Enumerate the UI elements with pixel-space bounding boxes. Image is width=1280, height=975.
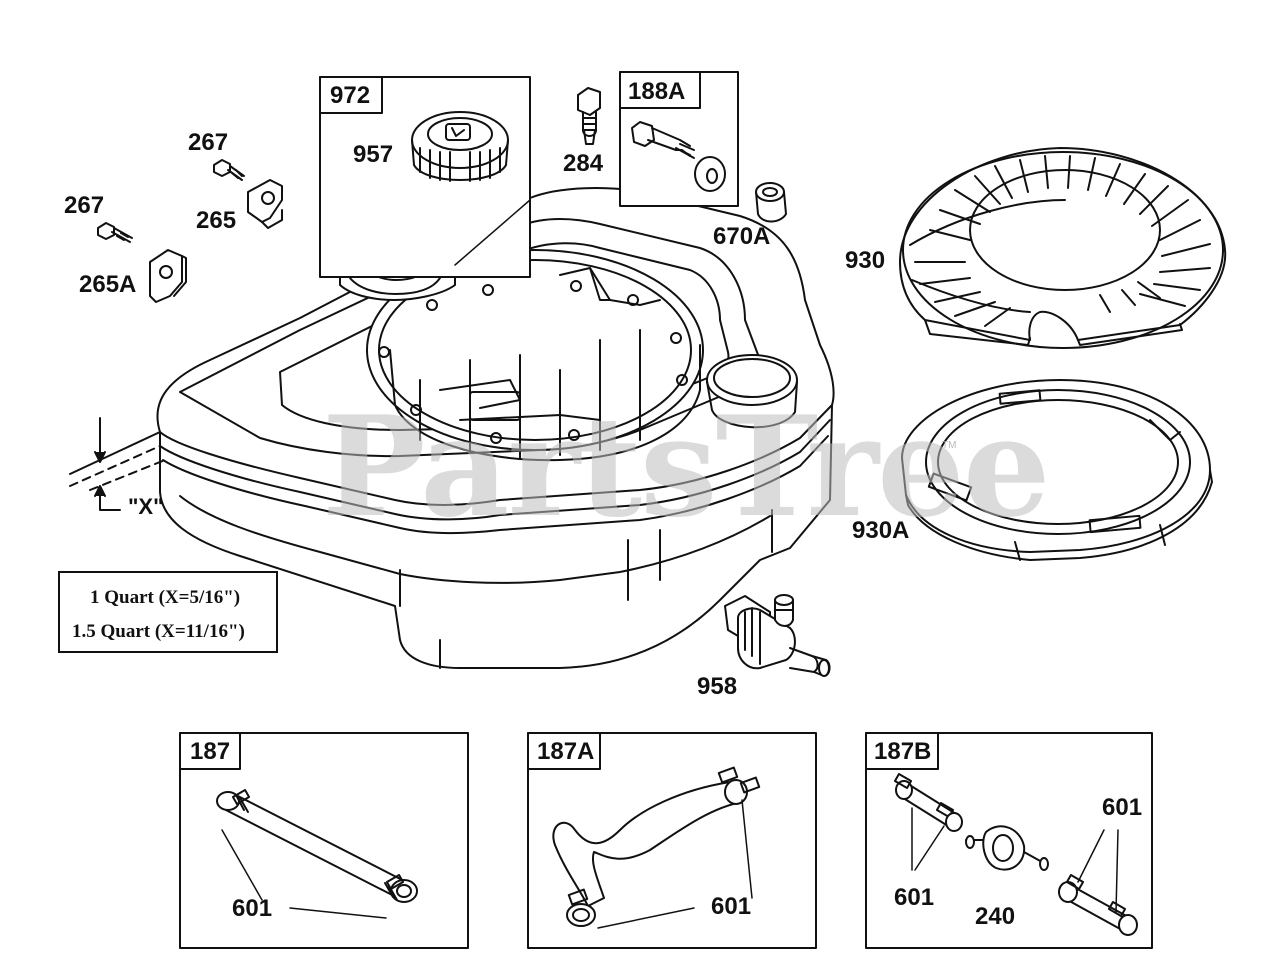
rotating-screen-930 xyxy=(899,147,1227,349)
callout-957[interactable]: 957 xyxy=(353,141,394,168)
callout-601-187b-right[interactable]: 601 xyxy=(1102,794,1143,821)
clip-265 xyxy=(247,179,283,229)
clip-265a xyxy=(149,249,187,303)
callout-930[interactable]: 930 xyxy=(845,247,886,274)
bolt-284 xyxy=(577,87,601,145)
dimension-x-label: "X" xyxy=(128,494,164,519)
screw-267-upper xyxy=(213,159,245,181)
trademark-mark: TM xyxy=(942,440,957,451)
fuel-line-187 xyxy=(216,789,418,903)
legend-line-1-5-quart: 1.5 Quart (X=11/16") xyxy=(72,621,245,642)
screen-ring-930a xyxy=(901,379,1213,561)
callout-958[interactable]: 958 xyxy=(697,673,738,700)
fuel-line-187b-right xyxy=(1058,874,1138,936)
callout-265a[interactable]: 265A xyxy=(79,271,137,298)
fuel-tank xyxy=(156,187,835,669)
callout-284[interactable]: 284 xyxy=(563,150,604,177)
spacer-670a xyxy=(755,182,787,223)
callout-930a[interactable]: 930A xyxy=(852,517,910,544)
callout-267-upper[interactable]: 267 xyxy=(188,129,229,156)
fuel-valve-958 xyxy=(724,594,831,677)
dimension-x-indicator xyxy=(69,417,166,511)
callout-601-187b-left[interactable]: 601 xyxy=(894,884,935,911)
fuel-line-187a xyxy=(552,766,761,927)
fuel-line-187b-left xyxy=(893,773,963,832)
capacity-legend: 1 Quart (X=5/16") 1.5 Quart (X=11/16") xyxy=(58,571,278,653)
box-tag-188a[interactable]: 188A xyxy=(628,78,686,105)
shoulder-bolt-188a xyxy=(631,121,726,192)
fuel-filter-240 xyxy=(965,825,1049,871)
fuel-cap-957 xyxy=(411,111,509,182)
callout-601-187[interactable]: 601 xyxy=(232,895,273,922)
callout-601-187a[interactable]: 601 xyxy=(711,893,752,920)
box-tag-187a[interactable]: 187A xyxy=(537,738,595,765)
screw-267-lower xyxy=(97,222,133,243)
box-tag-972[interactable]: 972 xyxy=(330,82,371,109)
callout-670a[interactable]: 670A xyxy=(713,223,771,250)
callout-267-lower[interactable]: 267 xyxy=(64,192,105,219)
watermark: PartsTree xyxy=(322,385,1051,548)
legend-line-1-quart: 1 Quart (X=5/16") xyxy=(90,587,241,608)
callout-265[interactable]: 265 xyxy=(196,207,237,234)
box-tag-187b[interactable]: 187B xyxy=(874,738,932,765)
box-tag-187[interactable]: 187 xyxy=(190,738,231,765)
callout-240[interactable]: 240 xyxy=(975,903,1016,930)
